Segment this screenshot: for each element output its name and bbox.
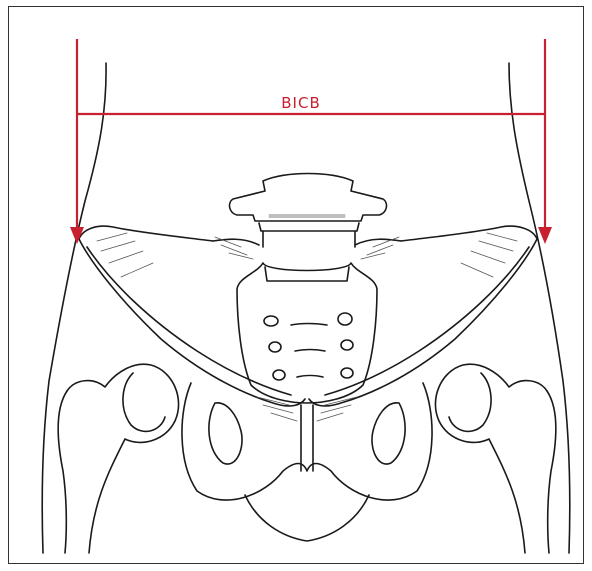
lumbar-vertebra	[230, 174, 387, 248]
figure-frame: BICB	[8, 6, 584, 564]
bicb-right-arrowhead	[538, 227, 552, 244]
body-outline	[42, 63, 570, 553]
bicb-measurement: BICB	[70, 39, 552, 244]
bicb-label: BICB	[281, 94, 320, 112]
ligament-fibres	[97, 215, 517, 421]
pelvis-diagram: BICB	[9, 7, 584, 564]
pelvis-bone	[58, 226, 556, 553]
